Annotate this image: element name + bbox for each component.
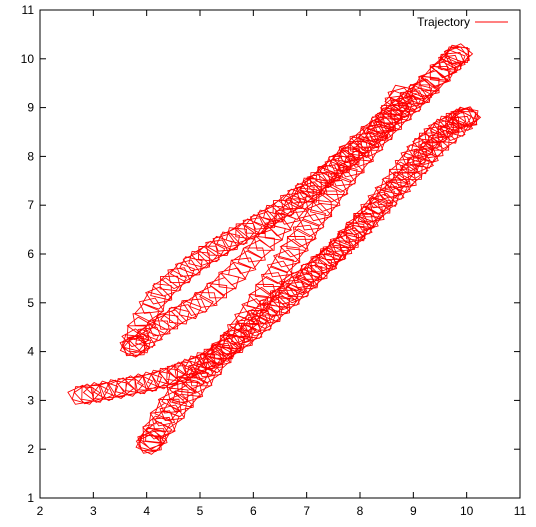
- legend-label-trajectory: Trajectory: [417, 15, 470, 29]
- y-tick-label: 8: [27, 149, 34, 163]
- y-tick-label: 1: [27, 491, 34, 505]
- x-tick-label: 7: [303, 504, 310, 518]
- y-tick-label: 10: [21, 52, 35, 66]
- x-tick-label: 6: [250, 504, 257, 518]
- series-layer: [67, 43, 482, 455]
- x-tick-label: 11: [514, 504, 527, 518]
- y-tick-label: 3: [27, 393, 34, 407]
- x-tick-label: 9: [410, 504, 417, 518]
- y-tick-label: 9: [27, 101, 34, 115]
- y-tick-label: 5: [27, 296, 34, 310]
- x-tick-label: 3: [90, 504, 97, 518]
- x-tick-label: 8: [357, 504, 364, 518]
- y-tick-label: 4: [27, 345, 34, 359]
- y-tick-label: 2: [27, 442, 34, 456]
- x-tick-label: 2: [37, 504, 44, 518]
- y-tick-label: 7: [27, 198, 34, 212]
- x-tick-label: 4: [143, 504, 150, 518]
- x-tick-label: 5: [197, 504, 204, 518]
- x-axis: 2 3 4 5 6 7 8 9 10 11: [37, 10, 527, 518]
- trajectory-series-line: [67, 43, 482, 455]
- y-tick-label: 6: [27, 247, 34, 261]
- y-axis: 1 2 3 4 5 6 7 8 9 10 11: [21, 3, 520, 505]
- x-tick-label: 10: [460, 504, 474, 518]
- legend: Trajectory: [417, 15, 508, 29]
- y-tick-label: 11: [22, 3, 35, 17]
